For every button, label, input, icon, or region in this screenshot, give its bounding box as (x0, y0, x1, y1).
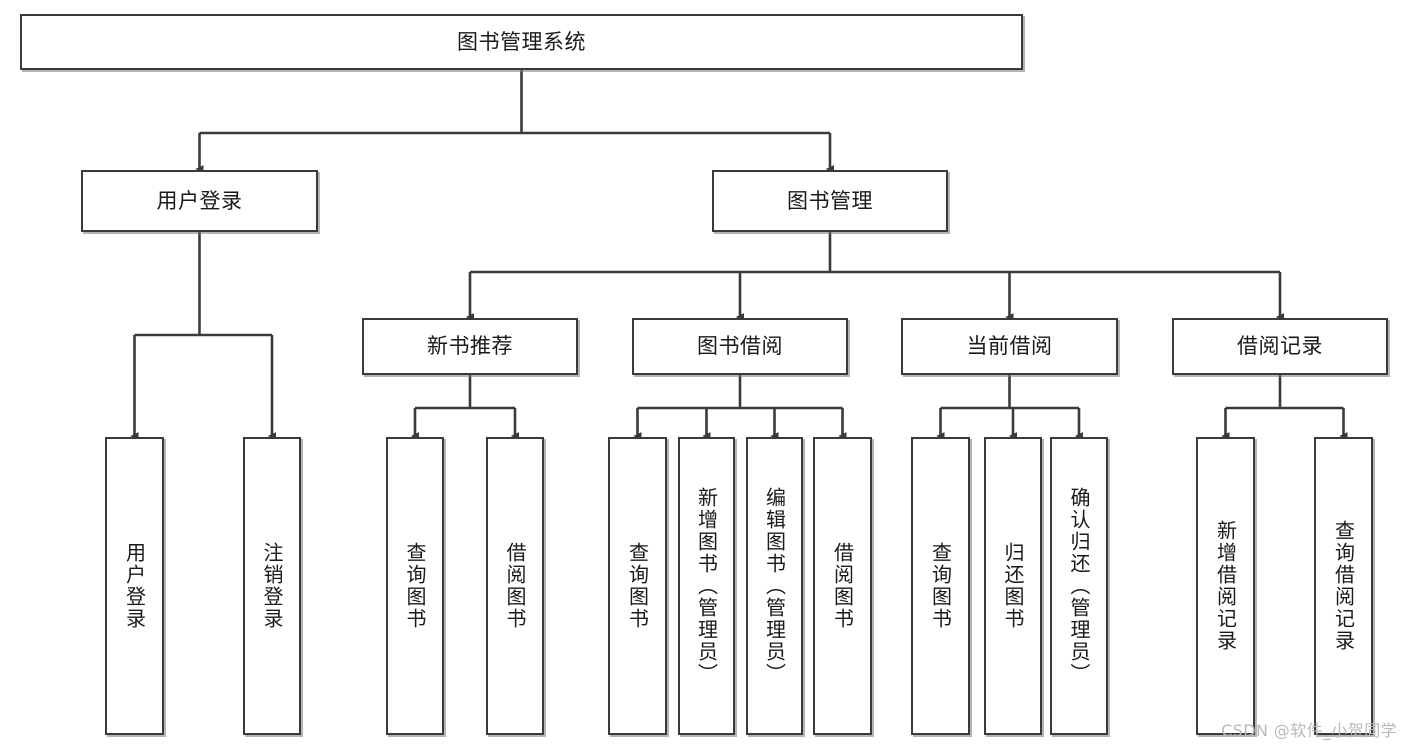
node-label-leaf-user-login: 用户登录 (122, 542, 147, 630)
node-leaf-confirm-return[interactable]: 确认归还（管理员） (1050, 437, 1108, 735)
node-leaf-borrow-book-2[interactable]: 借阅图书 (813, 437, 872, 735)
node-borrow-record[interactable]: 借阅记录 (1172, 318, 1388, 375)
node-leaf-borrow-book-1[interactable]: 借阅图书 (486, 437, 544, 735)
node-label-book-manage: 图书管理 (787, 188, 873, 213)
node-leaf-add-book[interactable]: 新增图书（管理员） (678, 437, 735, 735)
node-label-leaf-query-record: 查询借阅记录 (1331, 520, 1356, 652)
node-leaf-query-book-3[interactable]: 查询图书 (911, 437, 970, 735)
watermark-text: CSDN @软件_小贺同学 (1221, 721, 1397, 740)
node-leaf-logout[interactable]: 注销登录 (243, 437, 301, 735)
node-label-leaf-query-book-1: 查询图书 (403, 542, 427, 630)
node-label-leaf-query-book-2: 查询图书 (625, 542, 650, 630)
node-leaf-query-record[interactable]: 查询借阅记录 (1314, 437, 1373, 735)
node-label-leaf-borrow-book-1: 借阅图书 (503, 542, 527, 630)
node-label-current-borrow: 当前借阅 (966, 334, 1053, 359)
node-label-leaf-query-book-3: 查询图书 (928, 542, 953, 630)
node-label-leaf-logout: 注销登录 (260, 542, 284, 630)
node-label-new-book-rec: 新书推荐 (427, 334, 513, 359)
node-label-leaf-return-book: 归还图书 (1001, 542, 1025, 630)
node-label-root: 图书管理系统 (457, 29, 586, 54)
node-root[interactable]: 图书管理系统 (20, 14, 1023, 70)
node-leaf-return-book[interactable]: 归还图书 (984, 437, 1042, 735)
node-current-borrow[interactable]: 当前借阅 (901, 318, 1118, 375)
node-book-borrow[interactable]: 图书借阅 (632, 318, 848, 375)
node-book-manage[interactable]: 图书管理 (712, 170, 948, 232)
node-label-book-borrow: 图书借阅 (697, 334, 783, 359)
node-label-leaf-add-record: 新增借阅记录 (1213, 520, 1238, 652)
node-leaf-query-book-1[interactable]: 查询图书 (386, 437, 444, 735)
node-label-user-login: 用户登录 (156, 188, 243, 213)
node-new-book-rec[interactable]: 新书推荐 (362, 318, 578, 375)
node-label-leaf-borrow-book-2: 借阅图书 (830, 542, 855, 630)
node-leaf-query-book-2[interactable]: 查询图书 (608, 437, 667, 735)
node-leaf-add-record[interactable]: 新增借阅记录 (1196, 437, 1255, 735)
node-label-borrow-record: 借阅记录 (1237, 334, 1323, 359)
node-leaf-edit-book[interactable]: 编辑图书（管理员） (746, 437, 803, 735)
node-label-leaf-confirm-return: 确认归还（管理员） (1067, 487, 1091, 685)
node-leaf-user-login[interactable]: 用户登录 (105, 437, 164, 735)
node-label-leaf-add-book: 新增图书（管理员） (694, 487, 719, 685)
node-user-login[interactable]: 用户登录 (81, 170, 318, 232)
node-label-leaf-edit-book: 编辑图书（管理员） (762, 487, 787, 685)
